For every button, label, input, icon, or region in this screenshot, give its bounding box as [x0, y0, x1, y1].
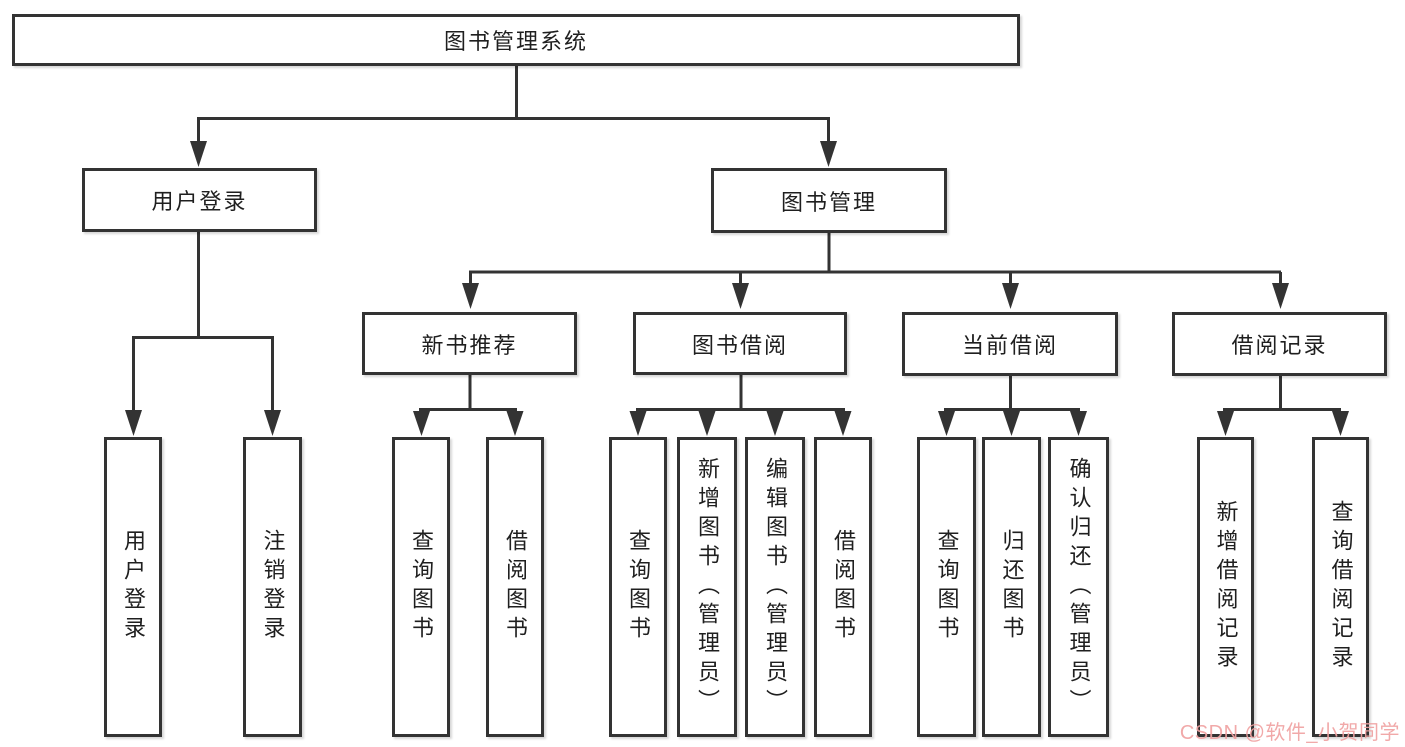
leaf-user-login: 用户登录	[104, 437, 162, 737]
connector-root-to-level2	[190, 66, 837, 167]
connector-user-login-to-leaves	[125, 232, 281, 436]
leaf-return-book-label: 归还图书	[999, 529, 1025, 645]
leaf-borrow-book-1: 借阅图书	[486, 437, 544, 737]
connector-book-management-to-level3	[462, 233, 1289, 309]
leaf-query-book-1-label: 查询图书	[409, 529, 434, 645]
leaf-return-book: 归还图书	[982, 437, 1041, 737]
leaf-confirm-return-admin: 确认归还（管理员）	[1048, 437, 1109, 737]
leaf-borrow-book-2: 借阅图书	[814, 437, 872, 737]
node-book-management: 图书管理	[711, 168, 947, 233]
leaf-add-book-admin: 新增图书（管理员）	[677, 437, 737, 737]
leaf-logout-login: 注销登录	[243, 437, 302, 737]
node-borrow-record: 借阅记录	[1172, 312, 1387, 376]
node-user-login: 用户登录	[82, 168, 317, 232]
connector-book-borrow-to-leaves	[629, 375, 852, 436]
leaf-confirm-return-admin-label: 确认归还（管理员）	[1066, 456, 1092, 718]
leaf-query-book-2: 查询图书	[609, 437, 667, 737]
leaf-query-borrow-record: 查询借阅记录	[1312, 437, 1369, 737]
connector-new-book-recommend-to-leaves	[413, 375, 524, 436]
leaf-add-book-admin-label: 新增图书（管理员）	[695, 456, 720, 718]
connector-borrow-record-to-leaves	[1217, 375, 1349, 436]
node-current-borrow: 当前借阅	[902, 312, 1118, 376]
leaf-user-login-label: 用户登录	[121, 529, 146, 645]
node-new-book-recommend: 新书推荐	[362, 312, 577, 375]
leaf-query-book-1: 查询图书	[392, 437, 450, 737]
leaf-query-book-3-label: 查询图书	[934, 529, 960, 645]
node-root-system: 图书管理系统	[12, 14, 1020, 66]
leaf-logout-login-label: 注销登录	[260, 529, 286, 645]
leaf-add-borrow-record-label: 新增借阅记录	[1213, 500, 1239, 674]
leaf-query-book-2-label: 查询图书	[626, 529, 651, 645]
leaf-borrow-book-1-label: 借阅图书	[503, 529, 528, 645]
leaf-edit-book-admin-label: 编辑图书（管理员）	[763, 456, 788, 718]
leaf-edit-book-admin: 编辑图书（管理员）	[745, 437, 805, 737]
watermark-text: CSDN @软件_小贺同学	[1179, 722, 1400, 744]
leaf-borrow-book-2-label: 借阅图书	[831, 529, 856, 645]
connector-current-borrow-to-leaves	[938, 375, 1087, 436]
leaf-add-borrow-record: 新增借阅记录	[1197, 437, 1254, 737]
leaf-query-borrow-record-label: 查询借阅记录	[1328, 500, 1354, 674]
node-book-borrow: 图书借阅	[633, 312, 847, 375]
leaf-query-book-3: 查询图书	[917, 437, 976, 737]
